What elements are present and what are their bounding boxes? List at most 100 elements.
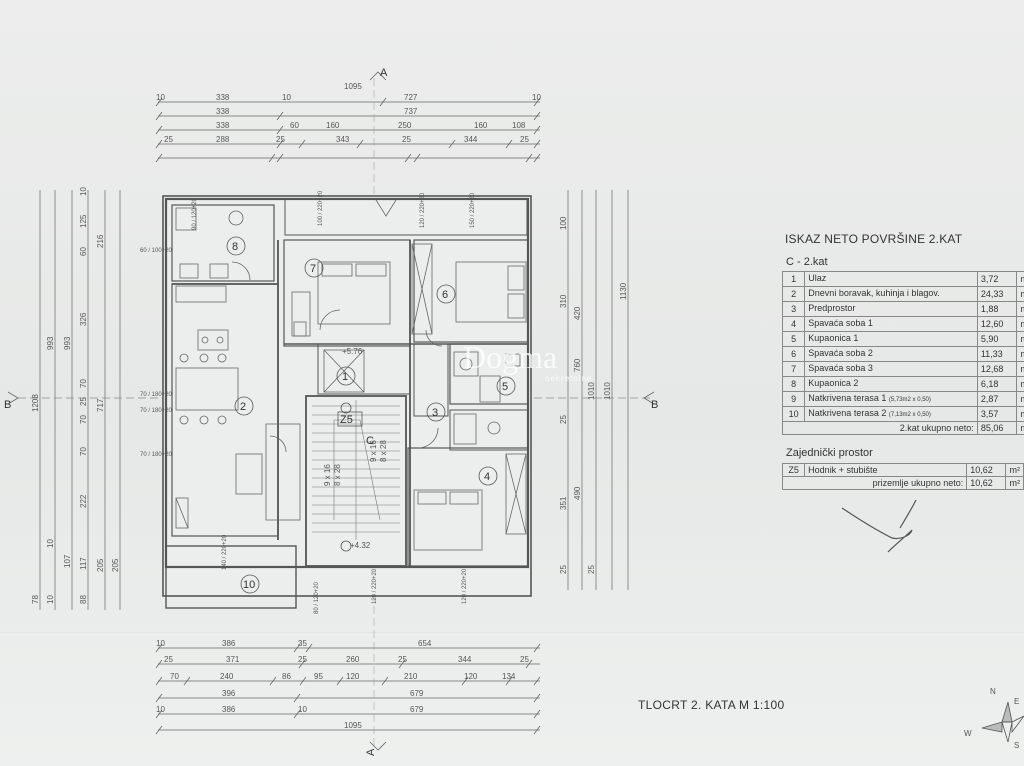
total-value: 10,62 bbox=[966, 476, 1007, 490]
schedule-subtitle: C - 2.kat bbox=[786, 256, 828, 268]
cell-name: Ulaz bbox=[804, 271, 978, 287]
dim-right: 490 bbox=[573, 486, 582, 500]
room-z5: Z5 bbox=[340, 414, 353, 426]
dim-bottom-r5: 10 bbox=[156, 705, 165, 714]
dim-top-r4: 108 bbox=[512, 121, 526, 130]
cell-unit: m bbox=[1016, 316, 1024, 332]
opening-label: 120 / 220+20 bbox=[462, 568, 468, 604]
room-2: 2 bbox=[240, 401, 246, 413]
opening-label: 60 / 100+20 bbox=[140, 248, 173, 254]
cell-unit: m bbox=[1016, 376, 1024, 392]
dim-left: 993 bbox=[63, 336, 72, 350]
signature-mark bbox=[841, 499, 917, 553]
compass-e: E bbox=[1014, 697, 1019, 706]
stair-label-4: 8 x 28 bbox=[379, 440, 388, 462]
table-row: 2.kat ukupno neto:85,06m bbox=[782, 421, 1024, 435]
dim-left: 205 bbox=[111, 558, 120, 572]
compass-w: W bbox=[964, 729, 972, 738]
dim-top-r3: 737 bbox=[404, 107, 418, 116]
cell-value: 11,33 bbox=[976, 346, 1018, 362]
opening-label: 100 / 220+20 bbox=[318, 190, 324, 226]
cell-number: 7 bbox=[781, 361, 806, 377]
section-c: C bbox=[366, 435, 374, 447]
cell-unit: m bbox=[1016, 331, 1024, 347]
cell-number: 1 bbox=[781, 271, 806, 287]
dim-left: 70 bbox=[79, 415, 88, 424]
dim-left: 10 bbox=[79, 187, 88, 196]
opening-label: 70 / 180+20 bbox=[140, 452, 173, 458]
dim-bottom-r1: 654 bbox=[418, 639, 432, 648]
room-name: Kupaonica 2 bbox=[808, 378, 859, 388]
room-name: Spavaća soba 3 bbox=[808, 363, 873, 373]
dim-top-r5: 25 bbox=[164, 135, 173, 144]
cell-name: Hodnik + stubište bbox=[804, 463, 968, 477]
total-unit: m² bbox=[1005, 476, 1024, 490]
watermark-logo: Dogma bbox=[463, 339, 558, 375]
cell-value: 3,57 bbox=[976, 406, 1018, 422]
dim-bottom-r3: 240 bbox=[220, 672, 234, 681]
section-b-left: B bbox=[4, 399, 11, 411]
dim-left: 205 bbox=[96, 558, 105, 572]
dim-right: 100 bbox=[559, 216, 568, 230]
room-name: Kupaonica 1 bbox=[808, 333, 859, 343]
stair-label-1: 9 x 16 bbox=[323, 464, 332, 486]
cell-number: 8 bbox=[781, 376, 806, 392]
dim-top-r4: 160 bbox=[474, 121, 488, 130]
cell-value: 3,72 bbox=[976, 271, 1018, 287]
cell-value: 6,18 bbox=[976, 376, 1018, 392]
dim-top-r3: 338 bbox=[216, 107, 230, 116]
section-a-bottom: A bbox=[365, 748, 377, 756]
dim-bottom-r2: 25 bbox=[398, 655, 407, 664]
room-5: 5 bbox=[502, 381, 508, 393]
dim-top-r4: 338 bbox=[216, 121, 230, 130]
dim-left: 70 bbox=[79, 447, 88, 456]
dim-top-r5: 25 bbox=[276, 135, 285, 144]
cell-value: 1,88 bbox=[976, 301, 1018, 317]
dim-left: 1208 bbox=[31, 394, 40, 412]
north-arrow-icon bbox=[981, 701, 1024, 743]
opening-label: 90 / 120+20 bbox=[192, 197, 198, 230]
room-name: Natkrivena terasa 1 bbox=[808, 393, 887, 403]
cell-name: Kupaonica 2 bbox=[804, 376, 978, 392]
dim-left: 717 bbox=[96, 398, 105, 412]
common-area: Zajednički prostor Z5 Hodnik + stubište … bbox=[781, 447, 1024, 490]
dim-top-r2: 10 bbox=[282, 93, 291, 102]
dim-bottom-r1: 10 bbox=[156, 639, 165, 648]
level-upper: +5.76 bbox=[342, 347, 363, 356]
cell-unit: m² bbox=[1005, 463, 1024, 477]
room-8: 8 bbox=[232, 241, 238, 253]
dim-top-r5: 25 bbox=[402, 135, 411, 144]
common-title: Zajednički prostor bbox=[786, 447, 873, 459]
room-name: Spavaća soba 1 bbox=[808, 318, 873, 328]
cell-value: 2,87 bbox=[976, 391, 1018, 407]
cell-name: Natkrivena terasa 1 (5,73m2 x 0,50) bbox=[804, 391, 978, 407]
cell-name: Spavaća soba 1 bbox=[804, 316, 978, 332]
total-label: 2.kat ukupno neto: bbox=[782, 421, 978, 435]
cell-number: Z5 bbox=[781, 463, 806, 477]
dim-top-r2: 338 bbox=[216, 93, 230, 102]
dim-bottom-r2: 344 bbox=[458, 655, 472, 664]
room-1: 1 bbox=[342, 371, 348, 383]
cell-name: Kupaonica 1 bbox=[804, 331, 978, 347]
dim-top-total: 1095 bbox=[344, 82, 362, 91]
dim-top-r2: 10 bbox=[156, 93, 165, 102]
dim-bottom-r3: 70 bbox=[170, 672, 179, 681]
opening-label: 80 / 120+20 bbox=[314, 581, 320, 614]
opening-label: 150 / 220+20 bbox=[470, 192, 476, 228]
dim-top-r2: 727 bbox=[404, 93, 418, 102]
dim-bottom-r2: 25 bbox=[520, 655, 529, 664]
cell-number: 6 bbox=[781, 346, 806, 362]
watermark-subtitle: nekretnine bbox=[545, 374, 593, 383]
dim-bottom-r2: 260 bbox=[346, 655, 360, 664]
cell-name: Dnevni boravak, kuhinja i blagov. bbox=[804, 286, 978, 302]
dim-right: 25 bbox=[587, 565, 596, 574]
cell-unit: m bbox=[1016, 271, 1024, 287]
total-unit: m bbox=[1016, 421, 1024, 435]
dim-top-r4: 250 bbox=[398, 121, 412, 130]
